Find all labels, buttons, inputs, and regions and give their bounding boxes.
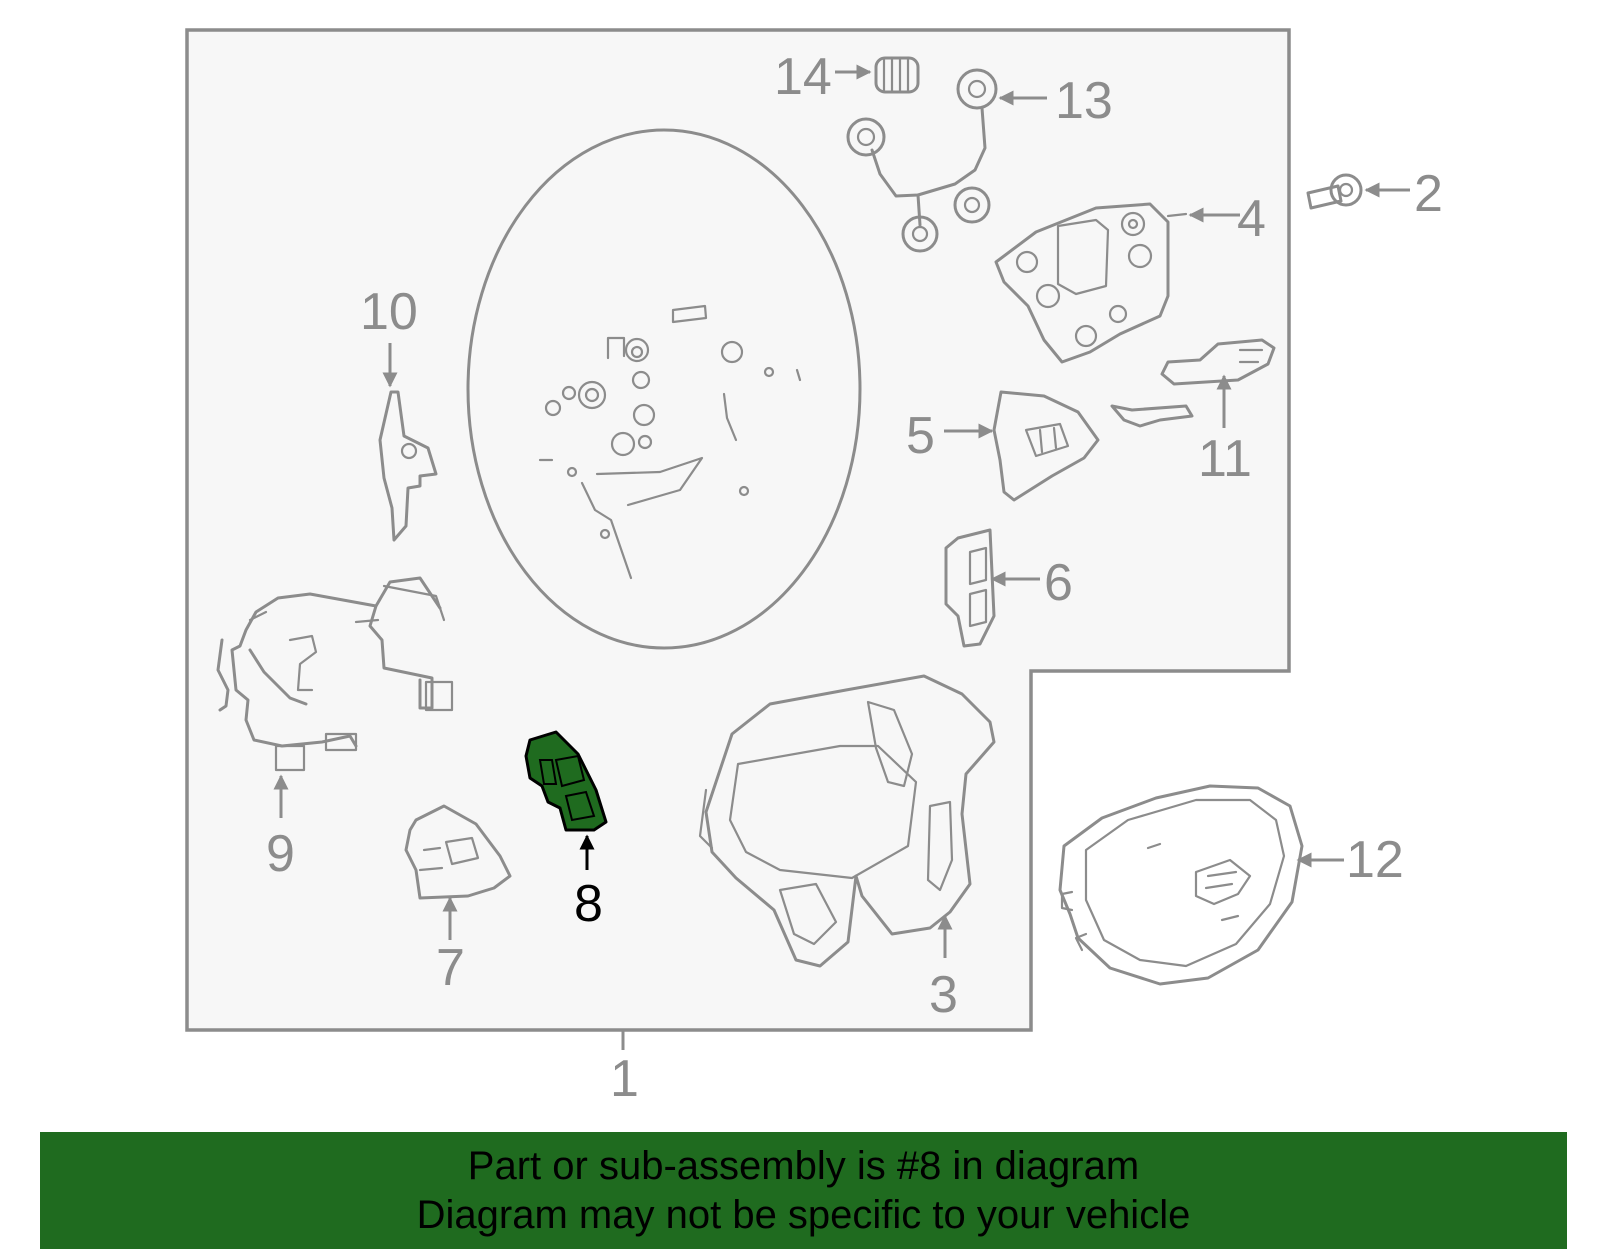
callout-4: 4: [1237, 190, 1266, 248]
part-12-airbag: [1058, 784, 1304, 986]
caption-bar-background: [40, 1132, 1567, 1249]
part-9-harness: [216, 576, 454, 772]
part-2-screw: [1306, 173, 1363, 210]
caption-line-1: Part or sub-assembly is #8 in diagram: [467, 1143, 1140, 1188]
part-14-spring: [874, 56, 920, 94]
callout-6: 6: [1044, 554, 1073, 612]
part-4-bracket: [994, 202, 1188, 364]
assembly-panel: [185, 28, 1291, 1032]
callout-2: 2: [1414, 165, 1443, 223]
caption-line-2: Diagram may not be specific to your vehi…: [416, 1192, 1191, 1237]
caption-bar: Part or sub-assembly is #8 in diagram Di…: [40, 1132, 1567, 1249]
callout-9: 9: [266, 825, 295, 883]
callout-13: 13: [1055, 72, 1113, 130]
part-7-switch: [404, 804, 512, 900]
callout-7: 7: [436, 939, 465, 997]
part-10-paddle: [378, 390, 438, 542]
part-11-switch: [1110, 338, 1276, 428]
callout-10: 10: [360, 283, 418, 341]
part-8-switch-highlighted: [524, 730, 608, 832]
callout-5: 5: [906, 407, 935, 465]
callout-12: 12: [1346, 831, 1404, 889]
steering-wheel-outline: [466, 128, 862, 650]
leader-arrows: [273, 64, 1410, 1050]
callout-1: 1: [610, 1050, 639, 1108]
callout-3: 3: [929, 966, 958, 1024]
part-6-switch: [944, 528, 996, 648]
part-5-switch: [992, 390, 1100, 502]
callout-8: 8: [574, 875, 603, 933]
callout-14: 14: [774, 48, 832, 106]
callout-11: 11: [1198, 430, 1252, 488]
part-13-harness: [846, 68, 998, 253]
